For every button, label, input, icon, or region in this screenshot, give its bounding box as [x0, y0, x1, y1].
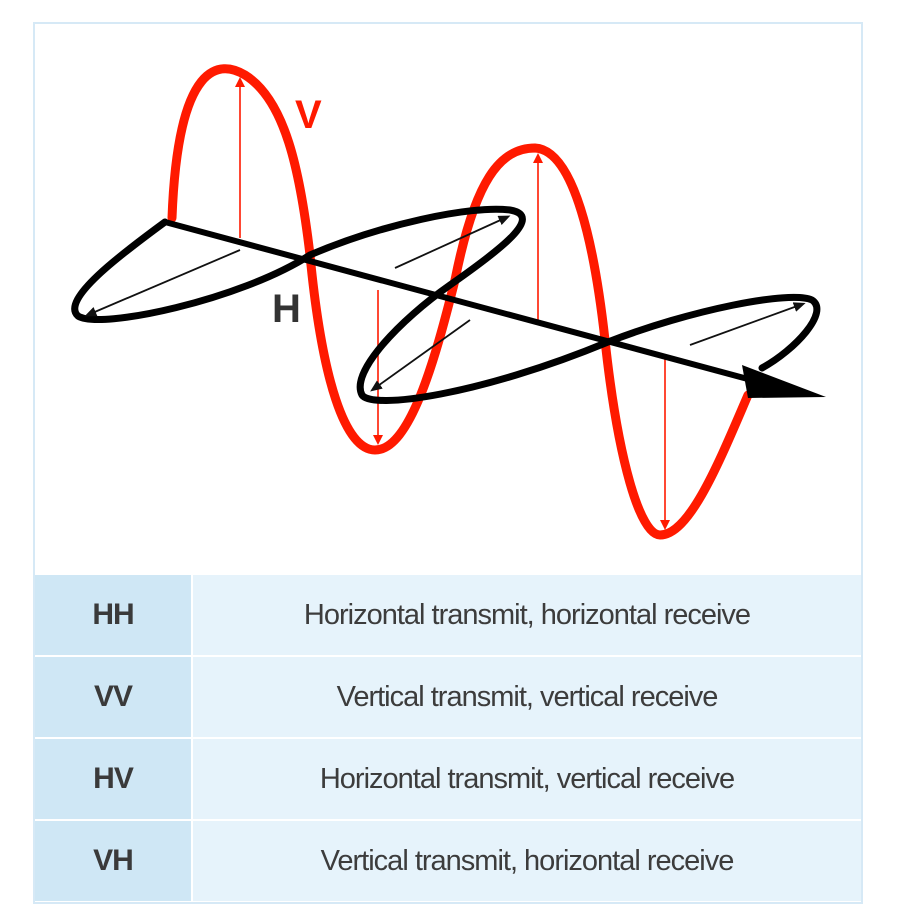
- horizontal-field-arrow: [394, 215, 511, 269]
- row-divider: [35, 655, 861, 657]
- polarization-code: VV: [35, 657, 191, 737]
- polarization-code: VH: [35, 821, 191, 901]
- horizontal-field-arrow: [370, 319, 471, 392]
- table-row: VH Vertical transmit, horizontal receive: [35, 821, 861, 901]
- row-divider: [35, 819, 861, 821]
- polarization-code: HH: [35, 575, 191, 655]
- vertical-wave-label: V: [295, 93, 322, 137]
- vertical-wave: [167, 64, 753, 540]
- horizontal-wave: [71, 205, 821, 405]
- horizontal-wave-label: H: [272, 287, 301, 331]
- propagation-axis: [164, 219, 771, 388]
- polarization-description: Horizontal transmit, vertical receive: [193, 739, 861, 819]
- polarization-code: HV: [35, 739, 191, 819]
- horizontal-field-arrow: [84, 249, 241, 317]
- table-row: HV Horizontal transmit, vertical receive: [35, 739, 861, 819]
- horizontal-field-arrow: [689, 302, 806, 346]
- polarization-description: Vertical transmit, horizontal receive: [193, 821, 861, 901]
- polarization-description: Horizontal transmit, horizontal receive: [193, 575, 861, 655]
- table-row: VV Vertical transmit, vertical receive: [35, 657, 861, 737]
- table-row: HH Horizontal transmit, horizontal recei…: [35, 575, 861, 655]
- row-divider: [35, 737, 861, 739]
- polarization-wave-illustration: V H: [71, 64, 826, 540]
- propagation-arrowhead: [742, 365, 826, 398]
- polarization-table: HH Horizontal transmit, horizontal recei…: [35, 575, 861, 902]
- polarization-diagram: V H: [71, 64, 826, 540]
- polarization-description: Vertical transmit, vertical receive: [193, 657, 861, 737]
